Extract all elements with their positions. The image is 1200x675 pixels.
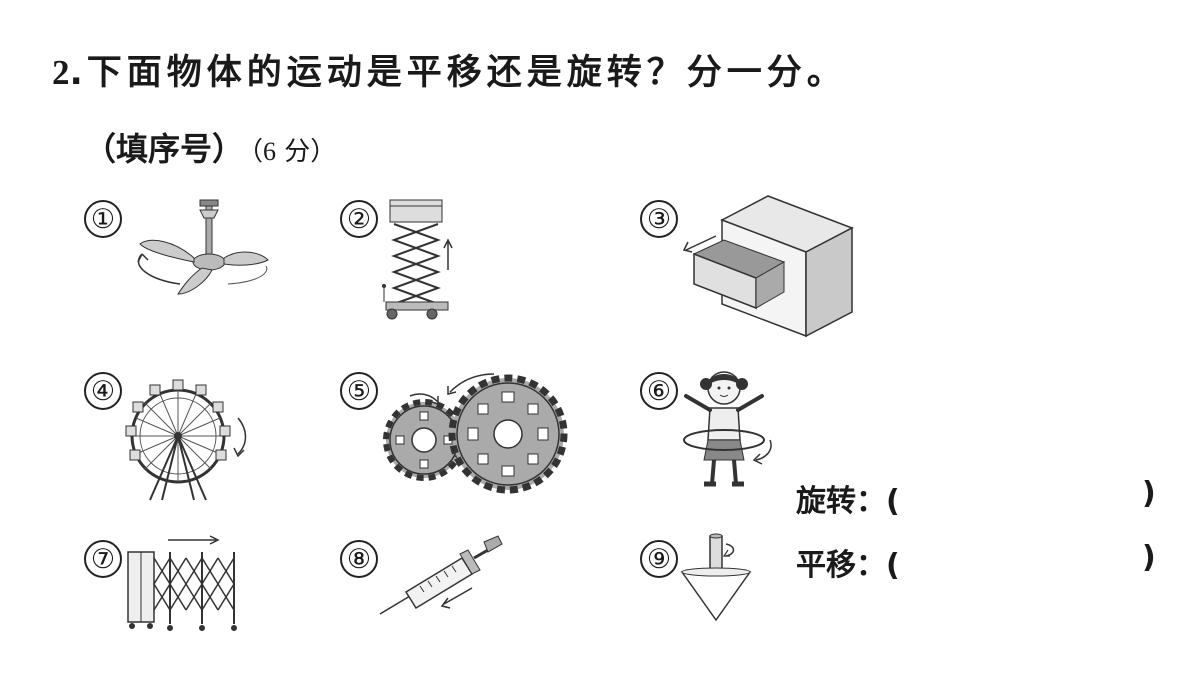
girl-hula-hoop-icon (683, 371, 772, 487)
gears-icon (383, 373, 568, 494)
item-4-number: ④ (84, 372, 122, 410)
points-label: （6 分） (250, 137, 336, 167)
translation-answer-line: 平移：( ) (796, 540, 1156, 584)
item-5-number: ⑤ (340, 372, 378, 410)
question-dot: . (69, 53, 83, 93)
ferris-wheel-icon (125, 379, 247, 501)
item-3-number: ③ (640, 200, 678, 238)
rotation-answer-line: 旋转：( ) (796, 476, 1156, 520)
question-instruction-line: （填序号）（6 分） (84, 124, 336, 170)
question-text: 下面物体的运动是平移还是旋转？分一分。 (86, 53, 847, 93)
question-number: 2 (52, 53, 70, 92)
spinning-top-icon (680, 533, 752, 622)
item-8-number: ⑧ (340, 540, 378, 578)
folding-gate-icon (127, 535, 237, 631)
syringe-icon (379, 535, 503, 615)
drawer-cabinet-icon (682, 195, 854, 338)
points-open: （ (250, 137, 264, 167)
points-value: 6 (263, 137, 277, 166)
translation-close-paren: ) (1142, 540, 1156, 575)
item-1-number: ① (84, 200, 122, 238)
question-title: 2.下面物体的运动是平移还是旋转？分一分。 (52, 44, 847, 95)
ceiling-fan-icon (137, 199, 269, 295)
instruction-text: （填序号） (84, 130, 245, 168)
scissor-lift-icon (382, 199, 453, 320)
item-6-number: ⑥ (640, 372, 678, 410)
rotation-label: 旋转：( (796, 484, 900, 519)
item-7-number: ⑦ (84, 540, 122, 578)
rotation-close-paren: ) (1142, 476, 1156, 511)
points-unit: 分） (276, 137, 337, 167)
item-9-number: ⑨ (640, 540, 678, 578)
item-2-number: ② (340, 200, 378, 238)
translation-label: 平移：( (796, 548, 900, 583)
